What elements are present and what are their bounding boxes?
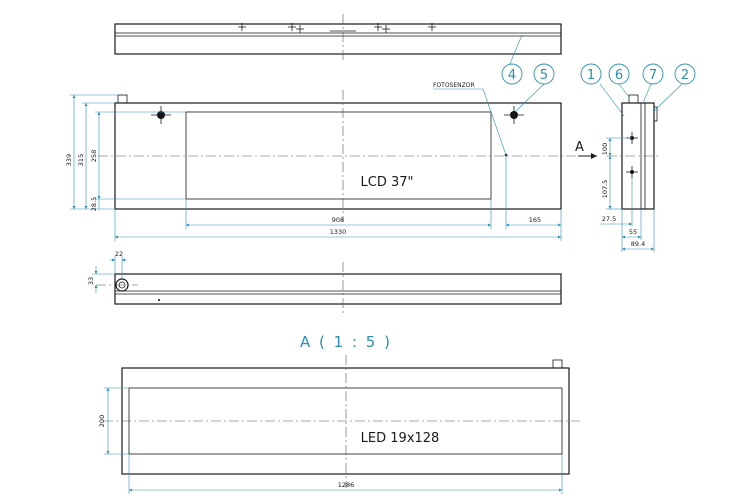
balloon-2: 2 [674,63,696,85]
lcd-screen-label: LCD 37" [361,175,414,190]
dim-h-total: 339 [65,154,73,166]
dim-detail-1286: 1286 [338,481,355,489]
dim-side-55: 55 [629,228,637,236]
dim-h-bottom: 28.5 [90,197,98,211]
svg-text:5: 5 [540,68,548,83]
svg-text:7: 7 [649,68,657,83]
bottom-view: 22 33 [87,250,562,314]
balloon-4: 4 [501,63,523,85]
dim-33: 33 [87,277,95,285]
balloon-5: 5 [533,63,555,85]
dim-w-total: 1330 [330,228,347,236]
dim-side-1075: 107.5 [601,180,609,199]
dim-22: 22 [115,250,123,258]
detail-view: A ( 1 : 5 ) LED 19x128 200 1286 [98,333,580,494]
svg-text:2: 2 [681,68,689,83]
top-view [114,14,562,67]
balloon-6: 6 [608,63,630,85]
dim-w-screen: 908 [332,216,344,224]
detail-view-title: A ( 1 : 5 ) [300,333,392,351]
dim-h-screen: 258 [90,150,98,162]
dim-side-894: 89.4 [631,240,645,248]
side-view: 100 107.5 27.5 55 89.4 [599,83,683,252]
svg-text:6: 6 [615,68,623,83]
view-arrow-label: A [575,140,584,155]
dim-side-275: 27.5 [602,215,616,223]
dim-detail-200: 200 [98,415,106,427]
led-screen-label: LED 19x128 [361,431,440,446]
sensor-label: FOTOSENZOR [433,82,475,89]
balloon-1: 1 [580,63,602,85]
top-view-screws [238,23,436,33]
dim-h-body: 315 [77,154,85,166]
svg-text:1: 1 [587,68,595,83]
dim-side-100: 100 [601,143,609,155]
svg-text:4: 4 [508,68,516,83]
front-view: 339 315 258 28.5 908 165 1330 LCD 37" FO… [65,82,580,241]
view-arrow-a: A [575,140,597,159]
dim-w-right: 165 [529,216,541,224]
balloon-7: 7 [642,63,664,85]
